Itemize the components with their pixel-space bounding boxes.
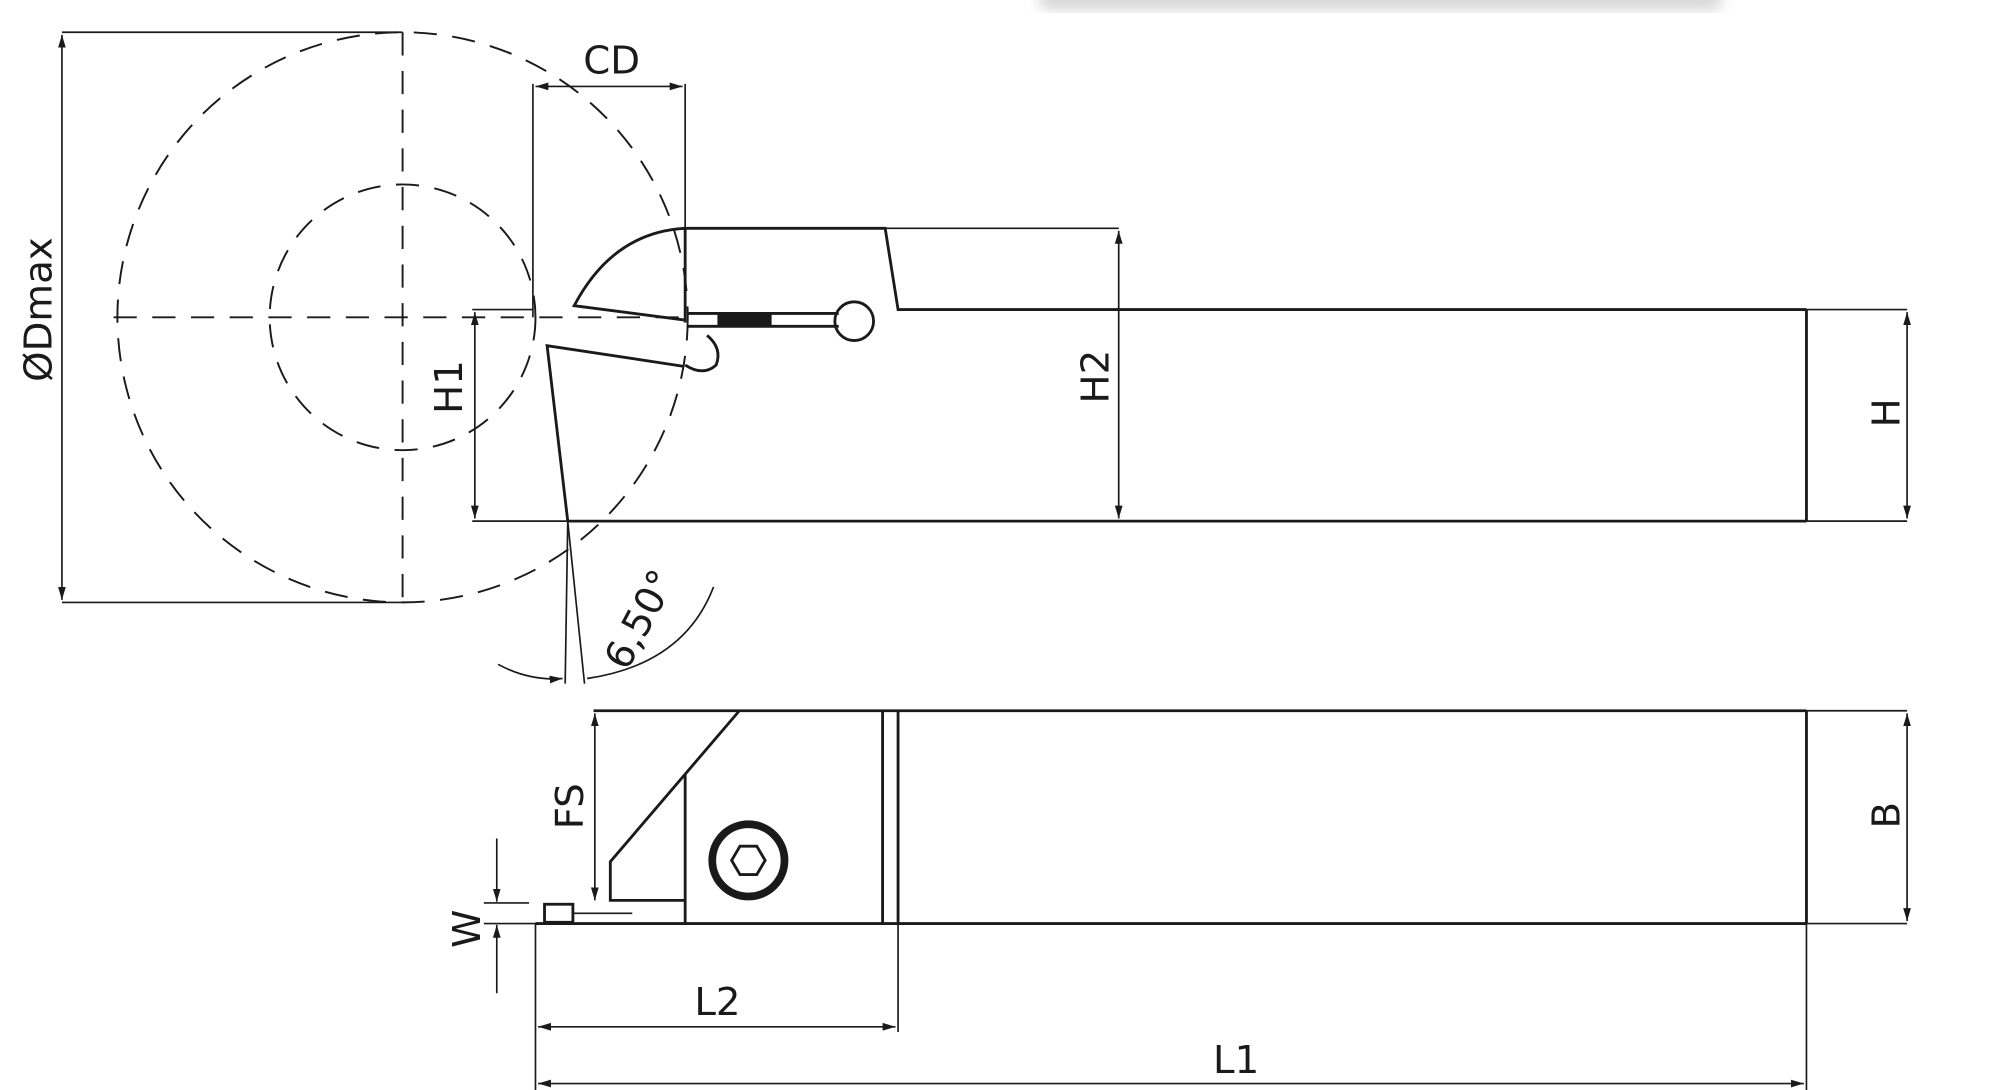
h-dimension: H — [1864, 312, 1911, 519]
clamp-screw-icon — [708, 820, 789, 901]
tool-plan-view — [535, 709, 1908, 926]
fs-dimension: FS — [548, 713, 599, 901]
fs-label: FS — [548, 783, 593, 829]
cd-label: CD — [583, 39, 640, 84]
cd-dimension: CD — [532, 39, 686, 318]
b-dimension: B — [1864, 713, 1911, 922]
angle-dimension: 6,50° — [497, 521, 715, 684]
dmax-label: ØDmax — [17, 237, 62, 382]
angle-label: 6,50° — [596, 563, 685, 677]
l1-label: L1 — [1213, 1038, 1259, 1083]
l2-label: L2 — [694, 980, 740, 1025]
dmax-dimension: ØDmax — [17, 31, 403, 604]
b-label: B — [1864, 802, 1909, 829]
l2-dimension: L2 — [534, 923, 899, 1090]
workpiece-circles — [113, 31, 691, 604]
h2-label: H2 — [1073, 350, 1118, 404]
w-label: W — [445, 910, 490, 948]
h1-dimension: H1 — [427, 308, 533, 519]
h1-label: H1 — [427, 360, 472, 414]
l1-dimension: L1 — [538, 923, 1808, 1090]
top-shadow — [1038, 0, 1723, 11]
h-label: H — [1864, 398, 1909, 427]
h2-dimension: H2 — [1073, 230, 1123, 519]
tool-side-view — [472, 226, 1908, 523]
w-dimension: W — [445, 838, 536, 994]
